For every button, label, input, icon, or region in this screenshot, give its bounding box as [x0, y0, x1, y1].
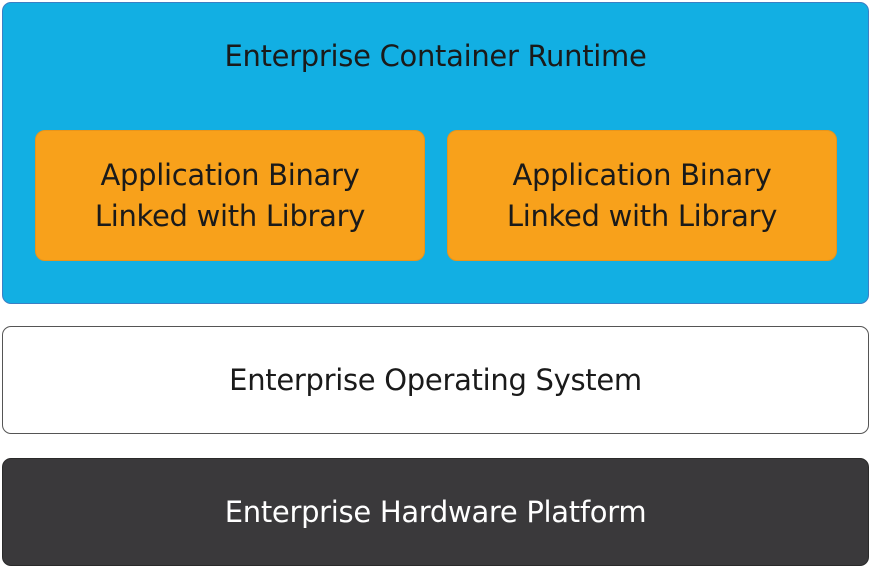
application-binary-box-1: Application Binary Linked with Library	[35, 130, 425, 261]
application-binary-box-2: Application Binary Linked with Library	[447, 130, 837, 261]
application-binary-line2: Linked with Library	[506, 198, 778, 233]
operating-system-label: Enterprise Operating System	[229, 363, 642, 397]
operating-system-layer: Enterprise Operating System	[2, 326, 869, 434]
application-binary-line2: Linked with Library	[94, 198, 366, 233]
application-binary-line1: Application Binary	[512, 157, 772, 192]
hardware-platform-layer: Enterprise Hardware Platform	[2, 458, 869, 566]
container-runtime-label: Enterprise Container Runtime	[224, 39, 647, 73]
hardware-platform-label: Enterprise Hardware Platform	[224, 495, 647, 529]
container-runtime-layer: Enterprise Container Runtime Application…	[2, 2, 869, 304]
application-binary-line1: Application Binary	[100, 157, 360, 192]
